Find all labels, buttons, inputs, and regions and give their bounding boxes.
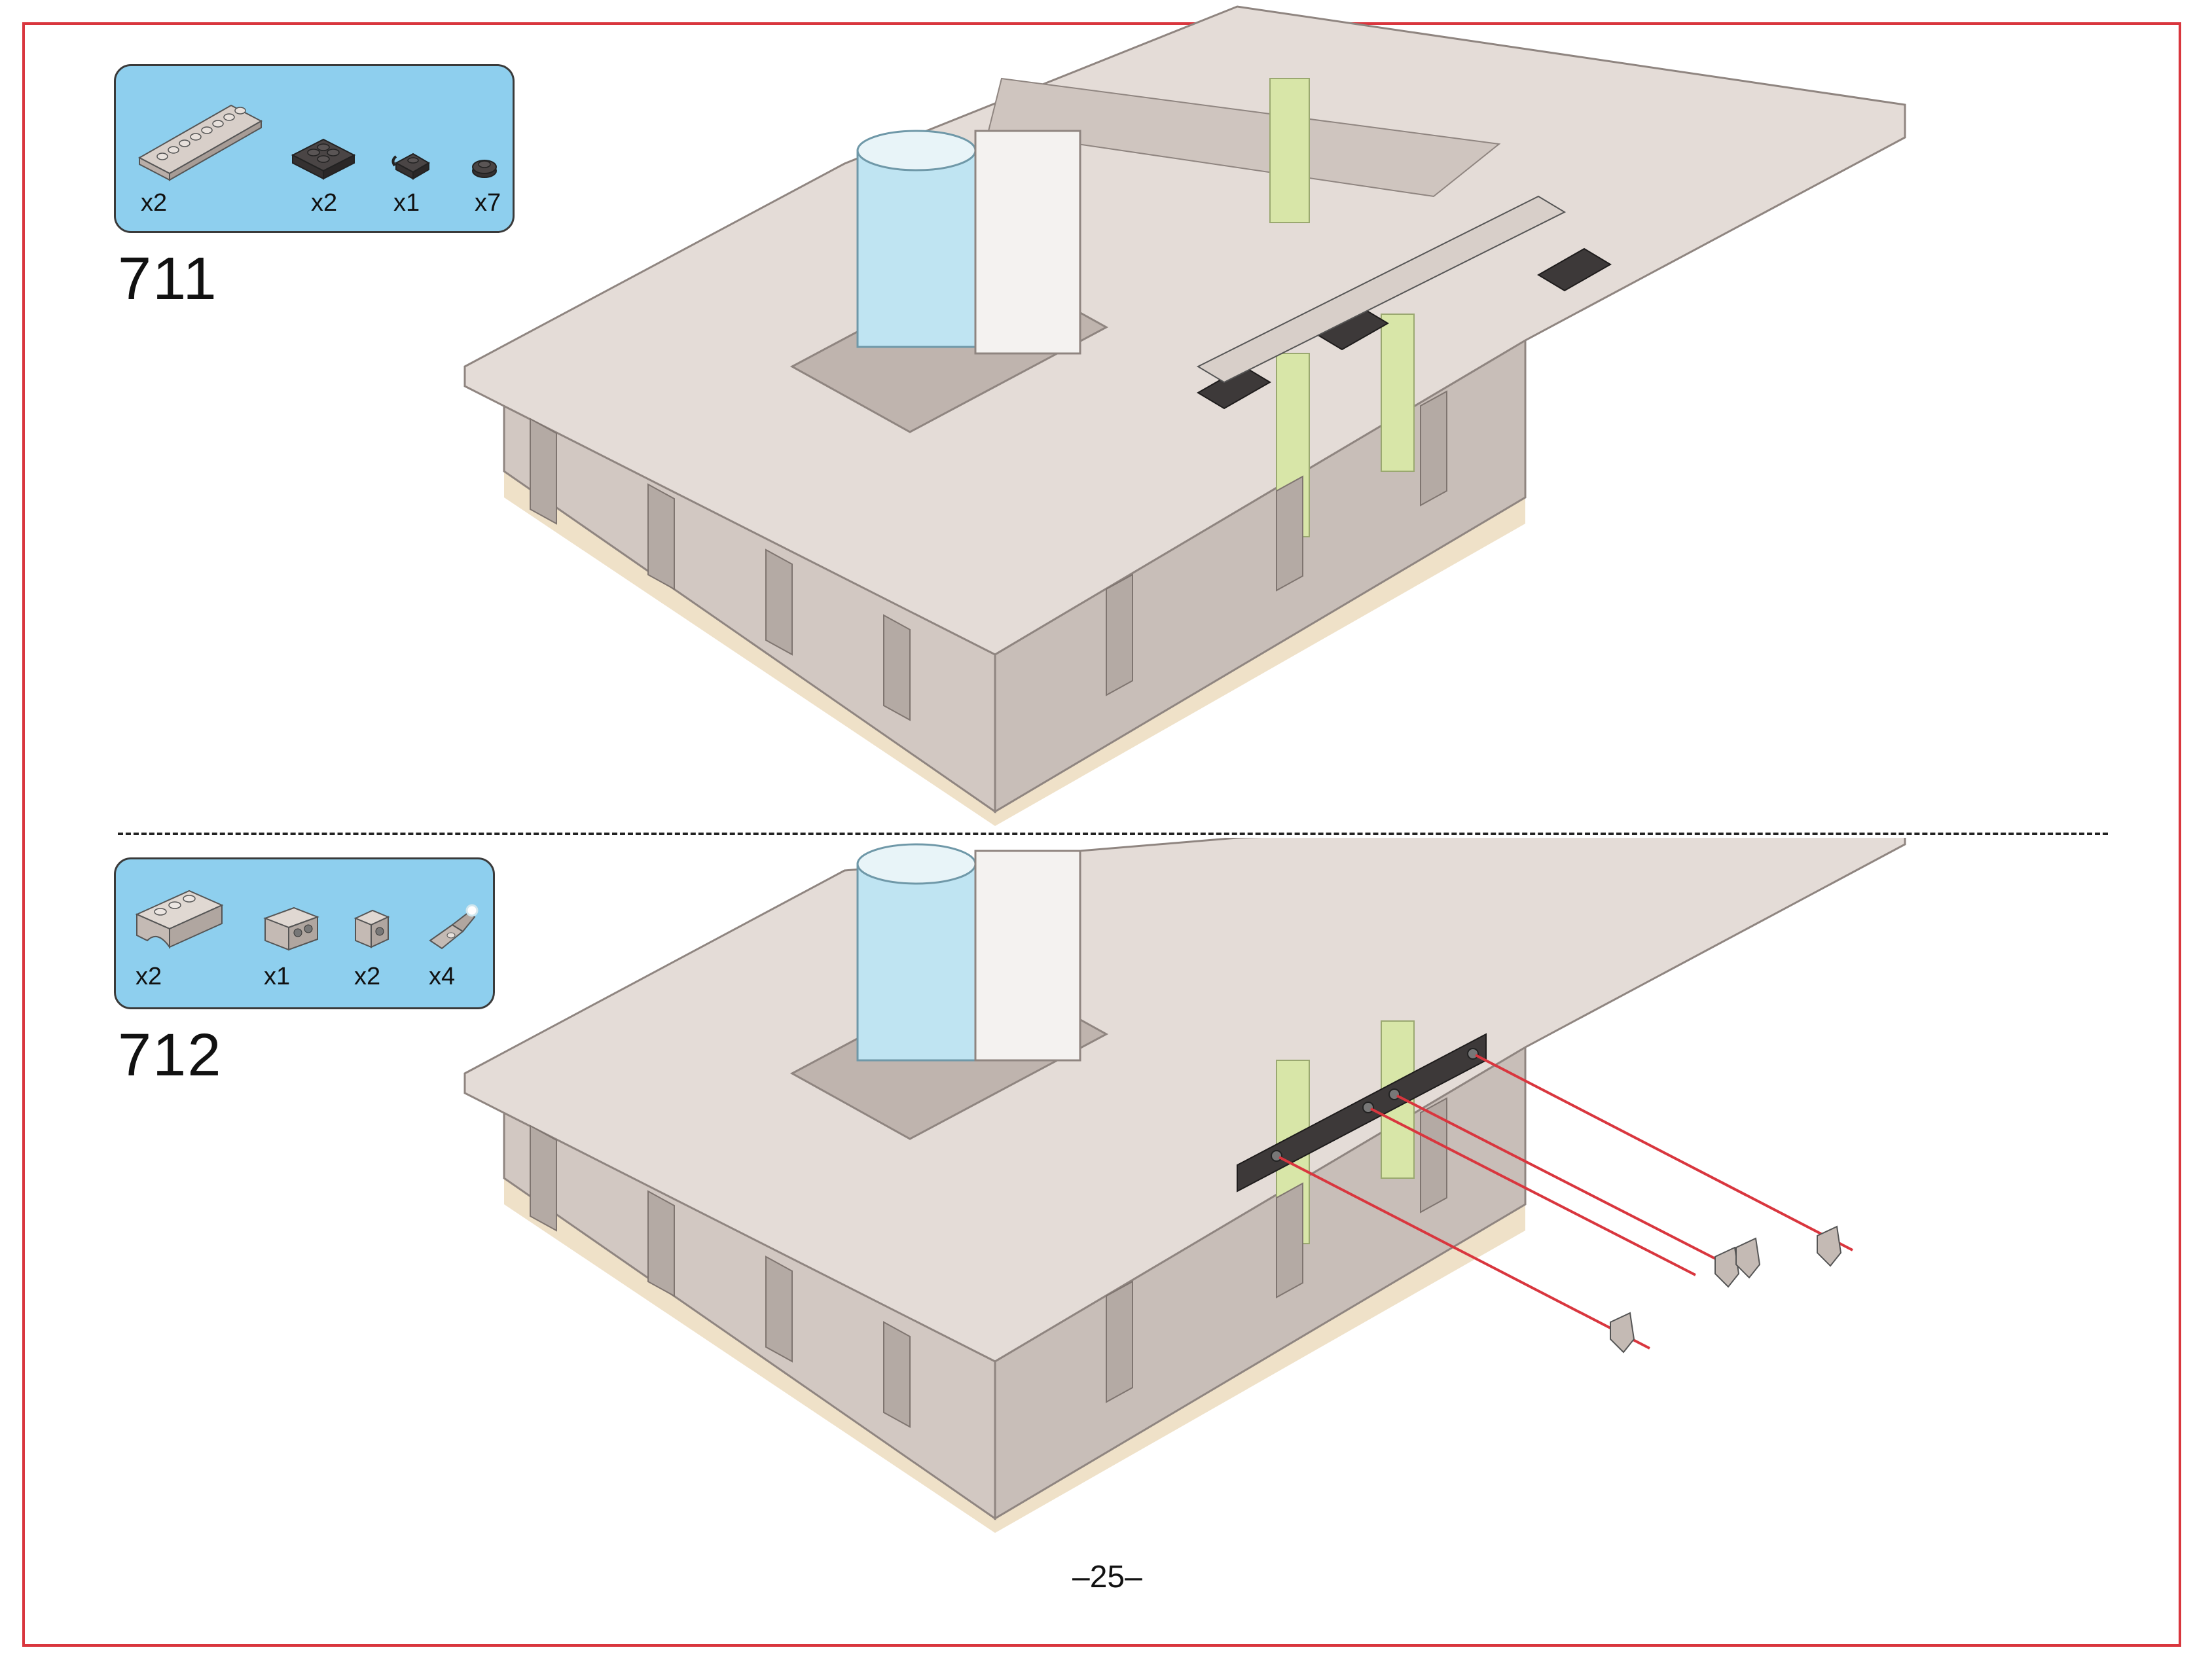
part-qty: x7 bbox=[475, 189, 501, 217]
part-qty: x2 bbox=[311, 189, 338, 217]
brick-1x1-stud-side-icon bbox=[354, 909, 390, 948]
part-qty: x2 bbox=[136, 963, 162, 990]
part-qty: x2 bbox=[354, 963, 381, 990]
plate-1x8-light-gray-icon bbox=[137, 104, 263, 181]
tooth-plate-icon bbox=[429, 904, 479, 950]
part-qty: x4 bbox=[429, 963, 456, 990]
page-frame bbox=[22, 22, 2181, 1647]
page-number: –25– bbox=[1072, 1560, 1142, 1594]
step-divider bbox=[118, 833, 2108, 835]
model-illustration-step-711 bbox=[463, 5, 1906, 826]
part-qty: x2 bbox=[141, 189, 168, 217]
plate-clip-1x1-dark-gray-icon bbox=[391, 153, 430, 180]
arch-1x4-light-gray-icon bbox=[135, 889, 224, 950]
step-number: 711 bbox=[118, 245, 218, 312]
step-number: 712 bbox=[118, 1022, 223, 1088]
part-qty: x1 bbox=[393, 189, 420, 217]
plate-2x2-dark-gray-icon bbox=[291, 138, 356, 180]
brick-1x2-studs-side-icon bbox=[263, 907, 319, 951]
parts-callout-step-711: x2 x2 x1 x7 bbox=[114, 64, 515, 233]
round-plate-1x1-dark-gray-icon bbox=[472, 160, 497, 178]
parts-callout-step-712: x2 x1 x2 x4 bbox=[114, 857, 495, 1009]
model-illustration-step-712 bbox=[463, 838, 1906, 1533]
part-qty: x1 bbox=[264, 963, 291, 990]
